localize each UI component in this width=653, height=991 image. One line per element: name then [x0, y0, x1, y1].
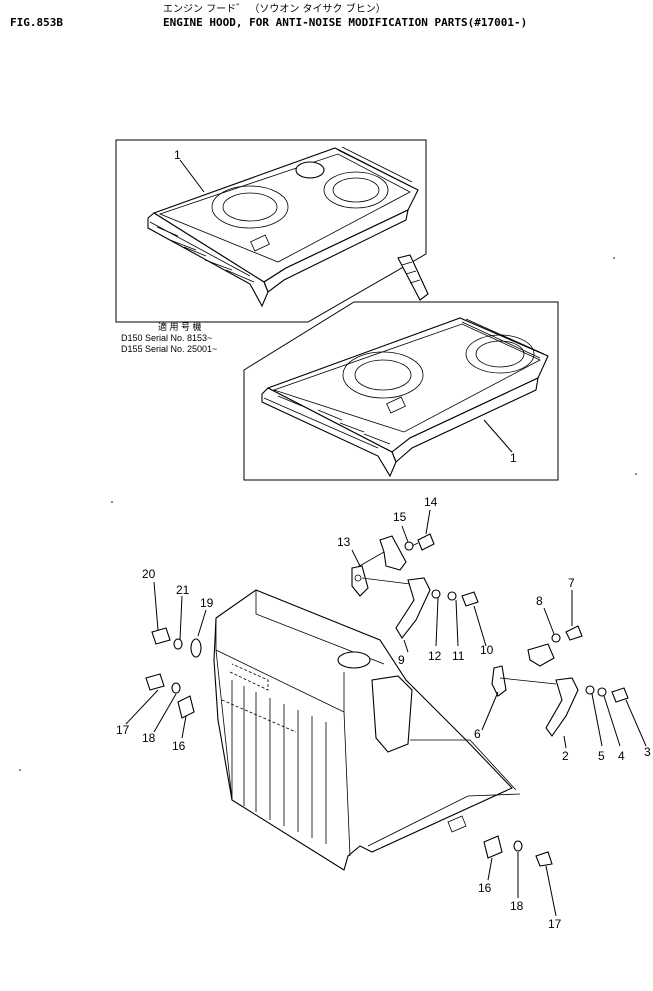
- bolt-17-right: [535, 851, 553, 867]
- callout-label: 6: [474, 727, 481, 741]
- callout-label: 1: [510, 451, 517, 465]
- bolt-7: [565, 625, 583, 641]
- callout-label: 14: [424, 495, 438, 509]
- washer-12: [431, 589, 441, 599]
- bolt-20: [151, 627, 171, 645]
- washer-18-right: [513, 840, 523, 852]
- figure-number: FIG.853B: [10, 16, 63, 29]
- washer-5: [585, 685, 595, 695]
- washer-18-left: [171, 682, 181, 694]
- washer-4: [597, 687, 607, 697]
- callout-label: 2: [562, 749, 569, 763]
- hinge-arm-2: [545, 677, 579, 737]
- scan-dots: [19, 257, 637, 771]
- bolt-17-left: [145, 673, 165, 691]
- washer-21: [173, 638, 183, 650]
- variant-frame-lower: [243, 301, 559, 481]
- callout-label: 8: [536, 594, 543, 608]
- hood-panel-upper: [147, 146, 419, 308]
- seal-19: [190, 638, 202, 658]
- callout-label: 11: [452, 649, 465, 663]
- callout-label: 16: [478, 881, 492, 895]
- callout-label: 13: [337, 535, 351, 549]
- bolt-14: [411, 533, 435, 551]
- callout-label: 12: [428, 649, 442, 663]
- callout-label: 18: [142, 731, 156, 745]
- callout-label: 21: [176, 583, 190, 597]
- callout-label: 5: [598, 749, 605, 763]
- washer-11: [447, 591, 457, 601]
- callout-label: 1: [174, 148, 181, 162]
- callout-label: 3: [644, 745, 651, 759]
- callout-label: 17: [116, 723, 130, 737]
- callout-label: 15: [393, 510, 407, 524]
- bolt-3: [611, 687, 629, 703]
- title-japanese: エンジン フード゛ （ソウオン タイサク ブヒン）: [163, 4, 386, 15]
- callout-label: 17: [548, 917, 562, 931]
- callout-label: 18: [510, 899, 524, 913]
- variant-arrow: [397, 254, 429, 301]
- washer-8: [551, 633, 561, 643]
- hinge-6: [491, 665, 557, 697]
- callout-label: 10: [480, 643, 494, 657]
- callout-label: 9: [398, 653, 405, 667]
- hinge-bracket-15: [355, 535, 407, 571]
- callout-label: 4: [618, 749, 625, 763]
- engine-hood-assembly: [213, 589, 521, 871]
- cover-16-right: [483, 835, 503, 859]
- variant-frame-upper: [115, 139, 427, 323]
- figure-title: ENGINE HOOD, FOR ANTI-NOISE MODIFICATION…: [163, 16, 528, 29]
- cover-16-left: [177, 695, 195, 719]
- callout-label: 7: [568, 576, 575, 590]
- bracket-8: [527, 643, 555, 667]
- callout-numbers: 1 1 14 15 13 20 21 19 7 8 17 18 16 9 12 …: [116, 148, 651, 931]
- bolt-10: [461, 591, 479, 607]
- washer-15: [404, 541, 414, 551]
- callout-label: 20: [142, 567, 156, 581]
- hood-panel-lower: [261, 317, 549, 478]
- serial-row-d150: D150 Serial No. 8153~: [121, 333, 213, 343]
- callout-label: 19: [200, 596, 214, 610]
- callout-label: 16: [172, 739, 186, 753]
- hinge-arm-9: [361, 577, 431, 639]
- serial-row-d155: D155 Serial No. 25001~: [121, 344, 218, 354]
- serial-heading: 適 用 号 機: [158, 322, 202, 332]
- leader-lines: [125, 159, 647, 917]
- hinge-13: [351, 565, 369, 597]
